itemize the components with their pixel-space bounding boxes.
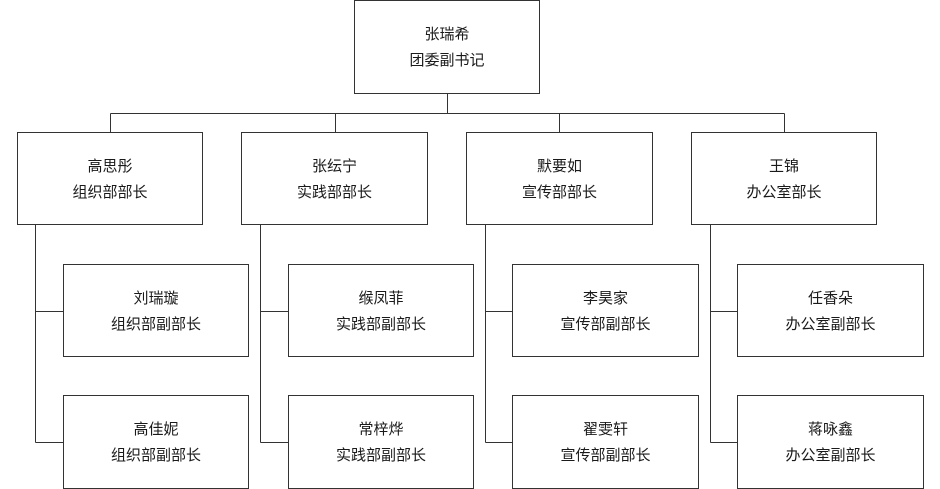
dept-name: 张纭宁 [311, 156, 357, 175]
deputy-title: 办公室副部长 [785, 446, 876, 464]
dept-title: 宣传部部长 [521, 182, 597, 201]
dept-title: 组织部部长 [72, 182, 148, 201]
deputy-title: 组织部副部长 [110, 446, 201, 464]
deputy-node-practice-2: 常梓烨 实践部副部长 [288, 395, 474, 489]
root-name: 张瑞希 [424, 25, 470, 43]
deputy-node-organization-2: 高佳妮 组织部副部长 [63, 395, 249, 489]
deputy-node-organization-1: 刘瑞璇 组织部副部长 [63, 264, 249, 357]
dept-node-organization: 高思彤 组织部部长 [17, 132, 203, 225]
root-title: 团委副书记 [409, 51, 485, 69]
deputy-name: 蒋咏鑫 [807, 420, 853, 438]
deputy-name: 翟雯轩 [582, 420, 628, 438]
dept-node-publicity: 默要如 宣传部部长 [466, 132, 653, 225]
deputy-title: 组织部副部长 [110, 314, 201, 333]
deputy-node-office-2: 蒋咏鑫 办公室副部长 [737, 395, 924, 489]
deputy-title: 宣传部副部长 [560, 314, 651, 333]
deputy-node-publicity-1: 李昊家 宣传部副部长 [512, 264, 699, 357]
deputy-title: 宣传部副部长 [560, 446, 651, 464]
deputy-node-office-1: 任香朵 办公室副部长 [737, 264, 924, 357]
dept-title: 办公室部长 [746, 182, 822, 201]
deputy-title: 办公室副部长 [785, 314, 876, 333]
deputy-name: 常梓烨 [358, 420, 404, 438]
deputy-name: 缑凤菲 [358, 288, 404, 307]
dept-name: 高思彤 [87, 156, 133, 175]
deputy-title: 实践部副部长 [335, 314, 426, 333]
dept-node-office: 王锦 办公室部长 [691, 132, 877, 225]
deputy-node-practice-1: 缑凤菲 实践部副部长 [288, 264, 474, 357]
deputy-name: 刘瑞璇 [133, 288, 179, 307]
dept-node-practice: 张纭宁 实践部部长 [241, 132, 428, 225]
dept-name: 王锦 [768, 156, 799, 175]
dept-title: 实践部部长 [296, 182, 372, 201]
deputy-name: 高佳妮 [133, 420, 179, 438]
deputy-title: 实践部副部长 [335, 446, 426, 464]
dept-name: 默要如 [536, 156, 582, 175]
root-node: 张瑞希 团委副书记 [354, 0, 540, 94]
deputy-name: 李昊家 [582, 288, 628, 307]
deputy-name: 任香朵 [807, 288, 853, 307]
deputy-node-publicity-2: 翟雯轩 宣传部副部长 [512, 395, 699, 489]
